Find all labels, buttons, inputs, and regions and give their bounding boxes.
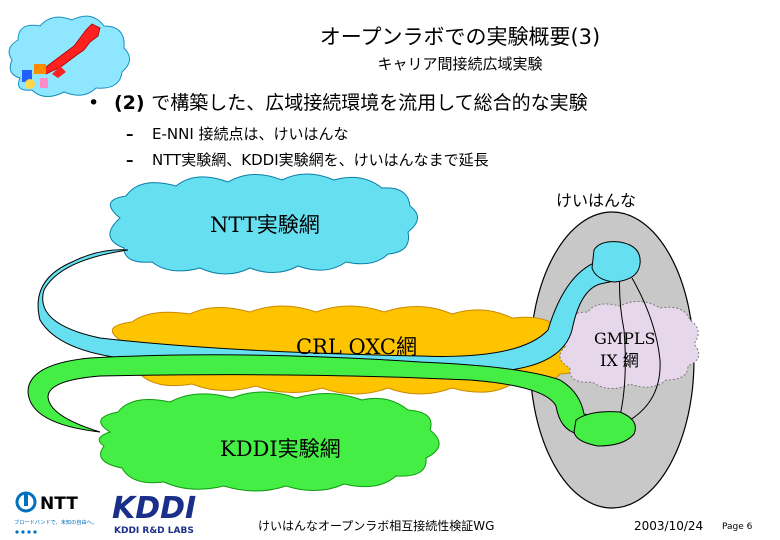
bullet-text: で構築した、広域接続環境を流用して総合的な実験 — [151, 92, 588, 114]
sub-bullet-text: NTT実験網、KDDI実験網を、けいはんなまで延長 — [152, 151, 489, 169]
gmpls-link-line — [629, 277, 661, 421]
ntt-net-label: NTT実験網 — [210, 213, 320, 237]
footer-date: 2003/10/24 — [634, 519, 704, 533]
japan-map-icon — [41, 23, 101, 75]
sub-bullet: –NTT実験網、KDDI実験網を、けいはんなまで延長 — [126, 150, 489, 170]
kddi-logo-sub: KDDI R&D LABS — [114, 526, 194, 536]
sub-bullet-text: E-NNI 接続点は、けいはんな — [152, 125, 349, 143]
page-subtitle: キャリア間接続広域実験 — [377, 55, 543, 73]
sub-bullet-dash: – — [126, 125, 134, 143]
kddi-logo: KDDI KDDI R&D LABS — [112, 491, 196, 536]
people-icon — [34, 64, 46, 74]
bullet-lead: (2) — [114, 92, 152, 114]
sub-bullet: –E-NNI 接続点は、けいはんな — [126, 124, 349, 144]
kddi-terminal — [573, 411, 636, 447]
ntt-cloud — [109, 173, 418, 275]
ntt-logo: NTT ブロードバンドで、未知の自由へ。 — [14, 491, 97, 534]
sub-bullet-dash: – — [126, 151, 134, 169]
kddi-net-label: KDDI実験網 — [220, 437, 341, 461]
corner-logo-japan-map — [8, 15, 130, 97]
ntt-logo-tagline: ブロードバンドで、未知の自由へ。 — [14, 518, 97, 526]
main-bullet: • (2) で構築した、広域接続環境を流用して総合的な実験 — [88, 91, 588, 115]
ntt-logo-text: NTT — [40, 494, 78, 514]
kddi-logo-text: KDDI — [112, 491, 196, 526]
gmpls-cloud — [559, 301, 700, 389]
crl-net-label: CRL OXC網 — [296, 335, 417, 359]
gmpls-link-line — [619, 267, 626, 417]
ix-net-label: IX 網 — [600, 351, 639, 370]
page-title: オープンラボでの実験概要(3) — [319, 25, 601, 49]
kddi-cloud — [98, 391, 440, 492]
footer-title: けいはんなオープンラボ相互接続性検証WG — [258, 519, 495, 533]
bullet-dot: • — [88, 92, 100, 114]
gmpls-label: GMPLS — [594, 329, 656, 348]
keihanna-label: けいはんな — [556, 191, 636, 210]
ntt-terminal — [591, 241, 641, 283]
footer-page-number: Page 6 — [722, 522, 753, 532]
